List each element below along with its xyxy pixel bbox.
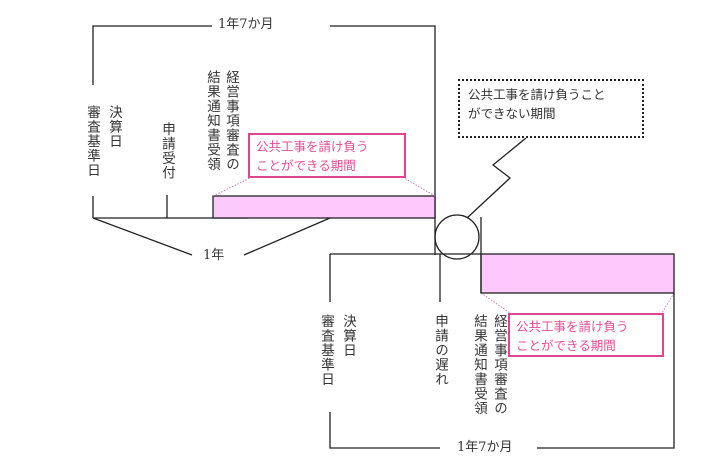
top-review-base-date-label: 審査基準日: [84, 105, 100, 178]
bottom-review-base-date-label: 審査基準日: [318, 314, 334, 387]
callout-line: ができない期間: [468, 106, 556, 121]
bottom-span-label: 1年7か月: [457, 440, 513, 455]
bottom-span-bracket-left: [329, 412, 440, 449]
top-result-label-line2: 結果通知書受領: [204, 70, 220, 172]
top-year-brace-left: [92, 217, 193, 256]
callout-line: ことができる期間: [256, 158, 356, 173]
callout-line: 公共工事を請け負う: [256, 139, 369, 154]
gap-circle: [434, 214, 480, 260]
top-span-label: 1年7か月: [218, 17, 274, 32]
top-settlement-date-label: 決算日: [106, 105, 122, 149]
top-year-brace-right: [243, 217, 331, 256]
top-span-bracket-right: [330, 25, 436, 255]
bottom-application-delay-label: 申請の遅れ: [432, 314, 448, 387]
callout-line: 公共工事を請け負うこと: [468, 87, 606, 102]
top-application-received-label: 申請受付: [159, 122, 175, 180]
top-span-bracket-left: [92, 25, 212, 85]
bottom-can-contract-callout: 公共工事を請け負う ことができる期間: [508, 313, 664, 357]
top-result-label-line1: 経営事項審査の: [223, 70, 239, 172]
top-can-contract-callout: 公共工事を請け負う ことができる期間: [248, 133, 406, 178]
bottom-valid-period-bar: [480, 253, 675, 294]
bottom-result-label-line2: 結果通知書受領: [471, 314, 487, 416]
callout-zigzag: [466, 137, 527, 219]
callout-line: 公共工事を請け負う: [516, 319, 629, 334]
top-valid-period-bar: [212, 195, 436, 219]
cannot-contract-callout: 公共工事を請け負うこと ができない期間: [458, 79, 644, 138]
bottom-result-label-line1: 経営事項審査の: [491, 314, 507, 416]
top-year-label: 1年: [203, 248, 225, 263]
bottom-span-bracket-right: [537, 293, 675, 449]
bottom-settlement-date-label: 決算日: [340, 314, 356, 358]
callout-line: ことができる期間: [516, 338, 616, 353]
